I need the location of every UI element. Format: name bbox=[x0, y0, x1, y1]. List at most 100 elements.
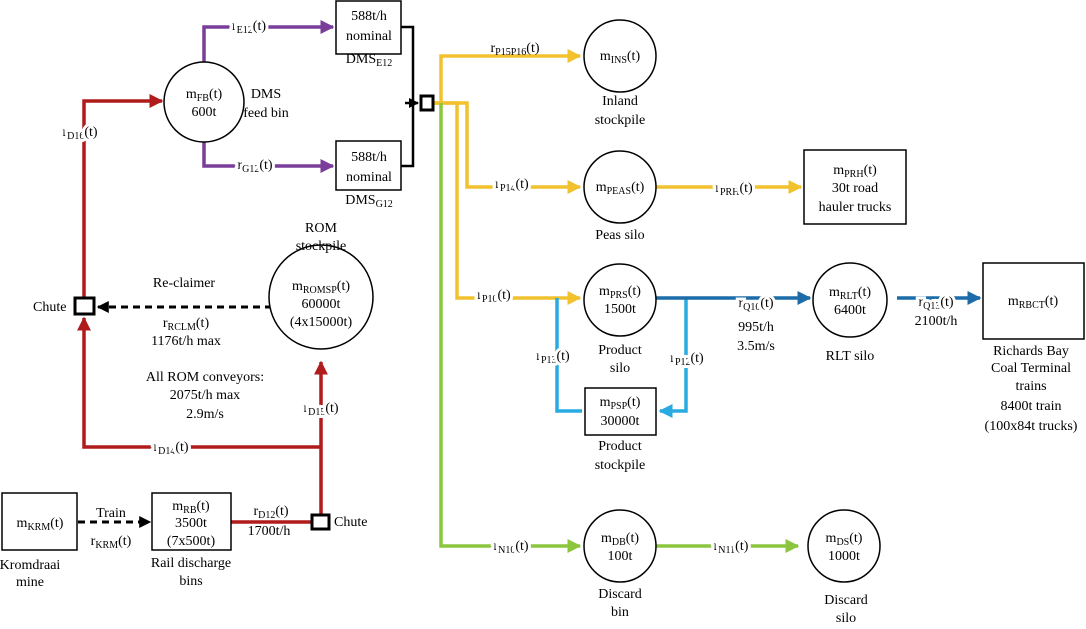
discard-silo-caption-2: silo bbox=[836, 611, 856, 626]
dashed-links bbox=[78, 301, 272, 528]
r-d14-label: rD14(t) bbox=[153, 440, 188, 457]
r-p15p16-label: rP15P16(t) bbox=[490, 41, 539, 58]
rom-caption-2: stockpile bbox=[296, 239, 347, 254]
dms-g-rate: 588t/h bbox=[351, 150, 387, 165]
chute-bottom-label: Chute bbox=[334, 515, 367, 530]
discard-bin-caption-2: bin bbox=[611, 605, 629, 620]
product-silo-caption-2: silo bbox=[610, 361, 630, 376]
r-p13-label: rP13(t) bbox=[536, 349, 570, 366]
peas-caption: Peas silo bbox=[595, 228, 644, 243]
r-q13-label: rQ13(t) bbox=[918, 295, 953, 312]
feed-bin-circle bbox=[163, 61, 245, 143]
r-d16-label: rD16(t) bbox=[62, 125, 97, 142]
r-q13-rate: 2100t/h bbox=[915, 314, 958, 329]
discard-silo-circle bbox=[807, 509, 881, 583]
r-q10-rate: 995t/h bbox=[738, 320, 774, 335]
reclaimer-label: Re-claimer bbox=[153, 276, 216, 291]
r-q10-label: rQ10(t) bbox=[738, 296, 773, 313]
discard-silo-capacity: 1000t bbox=[828, 549, 860, 564]
rom-conveyors-line-2: 2075t/h max bbox=[170, 388, 240, 403]
road-line-3: hauler trucks bbox=[819, 200, 892, 215]
feed-bin-capacity: 600t bbox=[192, 105, 217, 120]
dms-g-mode: nominal bbox=[346, 170, 392, 185]
r-p14-label: rP14(t) bbox=[495, 177, 529, 194]
inland-caption-2: stockpile bbox=[595, 113, 646, 128]
dms-e-rate: 588t/h bbox=[351, 9, 387, 24]
product-silo-label: mPRS(t) bbox=[599, 284, 641, 301]
black-collector bbox=[401, 25, 419, 168]
discard-silo-label: mDS(t) bbox=[826, 531, 863, 548]
r-p12-label: rP12(t) bbox=[670, 351, 704, 368]
node-labels: mKRM(t) Kromdraai mine mRB(t) 3500t (7x5… bbox=[0, 9, 1078, 626]
purple-conveyors bbox=[202, 20, 335, 173]
feed-bin-label: mFB(t) bbox=[186, 87, 223, 104]
product-stockpile-caption-2: stockpile bbox=[595, 458, 646, 473]
dms-e-mode: nominal bbox=[346, 29, 392, 44]
red-conveyors bbox=[77, 94, 328, 524]
product-silo-capacity: 1500t bbox=[604, 302, 636, 317]
chute-bottom-box bbox=[310, 513, 331, 531]
inland-circle bbox=[583, 19, 657, 93]
product-stockpile-capacity: 30000t bbox=[601, 414, 640, 429]
discard-bin-capacity: 100t bbox=[608, 549, 633, 564]
product-silo-circle bbox=[583, 263, 657, 337]
flow-labels: Train rKRM(t) rD12(t) 1700t/h rD14(t) rD… bbox=[59, 16, 958, 559]
rbct-caption-3: trains bbox=[1015, 379, 1046, 394]
discard-bin-circle bbox=[583, 509, 657, 583]
rom-capacity: 60000t bbox=[302, 297, 341, 312]
chute-left-box bbox=[73, 296, 96, 316]
rlt-label: mRLT(t) bbox=[829, 285, 871, 302]
peas-label: mPEAS(t) bbox=[596, 180, 645, 197]
rail-bins-detail: (7x500t) bbox=[167, 534, 216, 549]
r-g12-label: rG12(t) bbox=[237, 158, 272, 175]
rail-bins-caption-1: Rail discharge bbox=[151, 556, 231, 571]
dms-g-box bbox=[335, 140, 402, 191]
inland-caption-1: Inland bbox=[602, 94, 638, 109]
kromdraai-label: mKRM(t) bbox=[17, 516, 64, 533]
rail-bins-caption-2: bins bbox=[179, 574, 202, 589]
rbct-caption-4: 8400t train bbox=[1000, 399, 1061, 414]
rlt-capacity: 6400t bbox=[834, 303, 866, 318]
product-stockpile-caption-1: Product bbox=[598, 439, 642, 454]
discard-silo-caption-1: Discard bbox=[824, 593, 868, 608]
road-label: mPRH(t) bbox=[833, 163, 877, 180]
r-rclm-rate: 1176t/h max bbox=[151, 334, 221, 349]
rom-detail: (4x15000t) bbox=[290, 315, 353, 330]
kromdraai-caption-2: mine bbox=[16, 575, 44, 590]
rail-bins-capacity: 3500t bbox=[175, 516, 207, 531]
road-line-2: 30t road bbox=[832, 181, 878, 196]
r-rclm-label: rRCLM(t) bbox=[163, 316, 210, 333]
rom-caption-1: ROM bbox=[305, 221, 337, 236]
rlt-caption: RLT silo bbox=[826, 349, 875, 364]
rbct-box bbox=[982, 262, 1085, 340]
product-silo-caption-1: Product bbox=[598, 343, 642, 358]
kromdraai-caption-1: Kromdraai bbox=[0, 558, 60, 573]
feed-bin-caption-2: feed bin bbox=[243, 106, 288, 121]
r-q10-speed: 3.5m/s bbox=[737, 339, 775, 354]
dms-e12-output bbox=[401, 25, 415, 168]
conveyor-d14 bbox=[77, 316, 321, 449]
road-box bbox=[803, 149, 907, 225]
product-stockpile-box bbox=[584, 387, 657, 436]
rom-conveyors-line-3: 2.9m/s bbox=[186, 407, 224, 422]
conveyor-n10 bbox=[439, 103, 582, 553]
r-e12-label: rE12(t) bbox=[232, 19, 266, 36]
collector-box bbox=[419, 94, 435, 112]
r-n11-label: rN11(t) bbox=[714, 539, 749, 556]
conveyor-p10 bbox=[434, 101, 582, 305]
conveyor-e12 bbox=[202, 20, 335, 64]
rbct-label: mRBCT(t) bbox=[1008, 294, 1059, 311]
rail-bins-label: mRB(t) bbox=[172, 499, 210, 516]
conveyor-p15p16 bbox=[434, 49, 582, 105]
rbct-caption-5: (100x84t trucks) bbox=[985, 419, 1078, 434]
discard-bin-caption-1: Discard bbox=[598, 587, 642, 602]
rom-circle bbox=[268, 244, 374, 350]
rail-bins-box bbox=[151, 492, 232, 551]
r-n10-label: rN10(t) bbox=[493, 539, 528, 556]
light-blue-conveyors bbox=[555, 298, 688, 418]
green-conveyors bbox=[439, 103, 800, 553]
conveyor-d16 bbox=[82, 94, 164, 297]
train-label: Train bbox=[96, 506, 126, 521]
conveyor-p13 bbox=[555, 298, 582, 413]
